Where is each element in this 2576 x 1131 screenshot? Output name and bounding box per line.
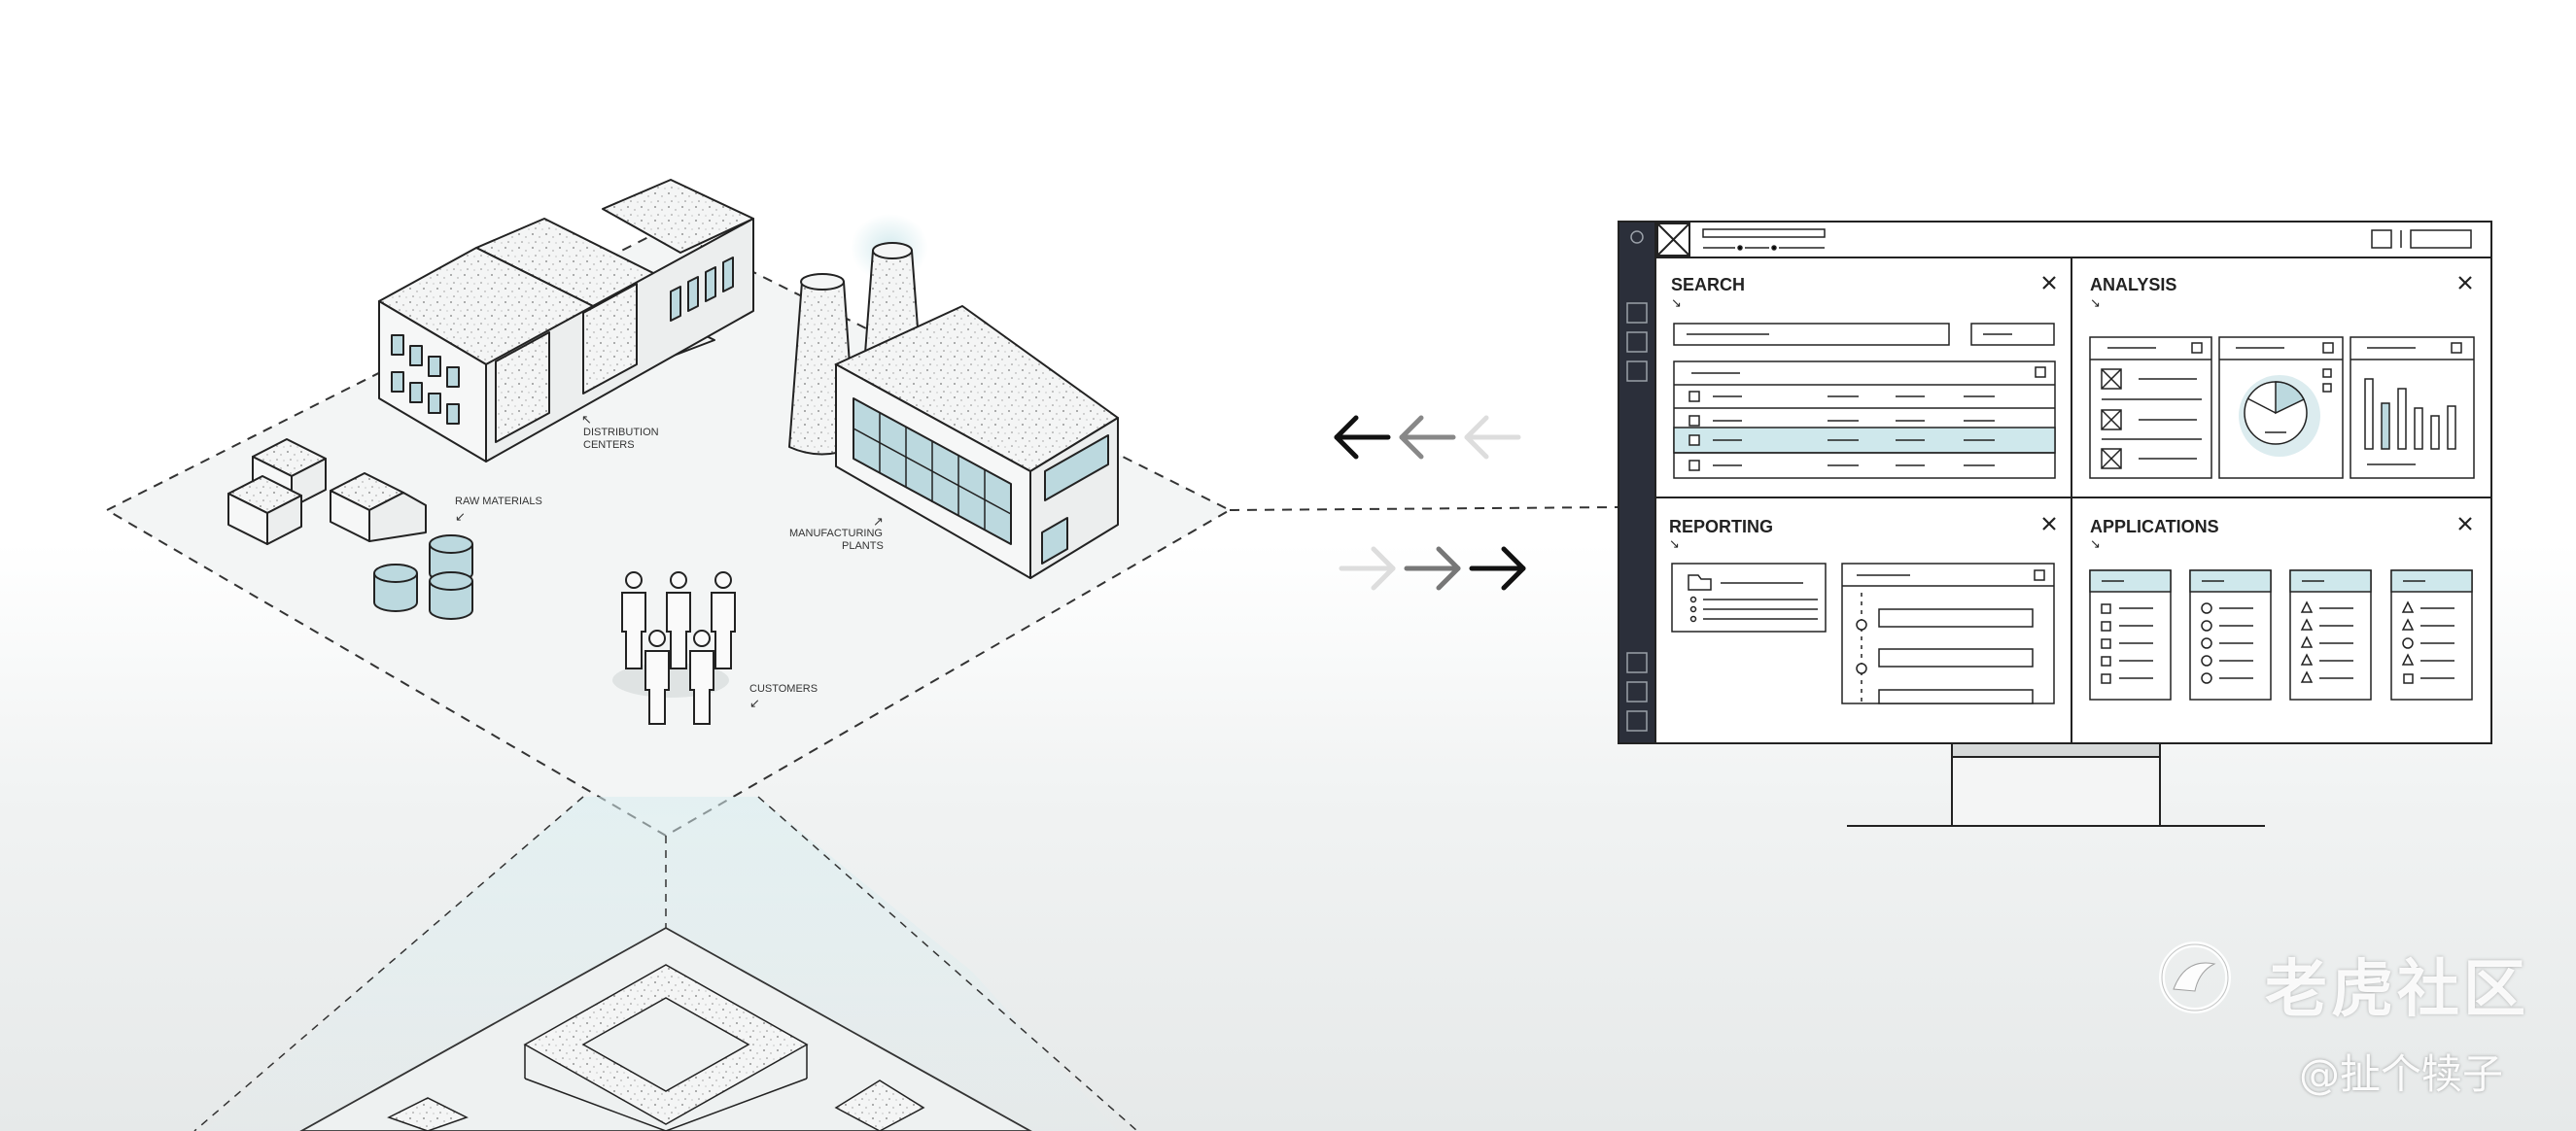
watermark-handle: @扯个犊子 — [2299, 1050, 2504, 1098]
applications-panel — [2089, 569, 2473, 701]
checkbox-x-icon — [2101, 368, 2122, 390]
close-icon — [2042, 517, 2056, 531]
close-icon — [2042, 276, 2056, 290]
close-icon — [2458, 276, 2472, 290]
search-panel — [1673, 323, 2056, 479]
arrow-right-icon — [1469, 546, 1526, 591]
customers-label: CUSTOMERS — [749, 683, 818, 695]
raw-materials-label: RAW MATERIALS — [455, 496, 542, 507]
watermark-brand: 老虎社区 — [2265, 954, 2529, 1026]
arrow-se-icon: ↘ — [1669, 536, 1680, 551]
block-ring — [387, 964, 925, 1131]
distribution-label-line1: DISTRIBUTION — [583, 427, 659, 438]
manufacturing-plant — [788, 214, 1119, 579]
arrow-ne-icon: ↗ — [873, 514, 884, 529]
distribution-centers-building — [378, 179, 754, 463]
distribution-label-line2: CENTERS — [583, 439, 635, 451]
lower-layer — [193, 796, 1138, 1131]
analysis-panel — [2089, 336, 2475, 479]
dashboard-sidebar — [1618, 221, 1656, 744]
watermark-logo-icon — [2159, 942, 2231, 1013]
arrow-right-icon — [1339, 546, 1396, 591]
person-icon — [644, 630, 670, 725]
bar-chart-icon — [2364, 378, 2456, 450]
panel-title-search: SEARCH — [1671, 275, 1745, 294]
raw-materials — [227, 438, 473, 620]
person-icon — [689, 630, 714, 725]
arrow-nw-icon: ↖ — [581, 412, 592, 427]
dashboard-monitor — [1618, 221, 2492, 827]
arrow-left-icon — [1334, 415, 1391, 460]
manufacturing-label-line2: PLANTS — [842, 540, 884, 552]
arrow-se-icon: ↘ — [1671, 295, 1682, 310]
checkbox-x-icon — [2101, 409, 2122, 430]
person-icon — [711, 571, 736, 669]
reporting-panel — [1671, 563, 2055, 704]
arrow-se-icon: ↘ — [2090, 536, 2101, 551]
arrow-left-icon — [1399, 415, 1456, 460]
connector-line — [1229, 506, 1619, 511]
arrow-se-icon: ↘ — [2090, 295, 2101, 310]
customers-group — [612, 571, 736, 725]
manufacturing-label-line1: MANUFACTURING — [789, 528, 883, 539]
arrow-sw-icon: ↙ — [455, 509, 466, 524]
panel-title-reporting: REPORTING — [1669, 517, 1773, 536]
person-icon — [666, 571, 691, 669]
person-icon — [621, 571, 646, 669]
checkbox-x-icon — [2101, 448, 2122, 469]
panel-title-analysis: ANALYSIS — [2090, 275, 2176, 294]
panel-title-applications: APPLICATIONS — [2090, 517, 2219, 536]
arrow-right-icon — [1404, 546, 1461, 591]
data-flow-arrows — [1334, 415, 1526, 591]
close-icon — [2458, 517, 2472, 531]
arrow-sw-icon: ↙ — [749, 696, 760, 710]
arrow-left-icon — [1464, 415, 1521, 460]
folder-icon — [1688, 574, 1712, 591]
user-icon — [1630, 230, 1644, 244]
